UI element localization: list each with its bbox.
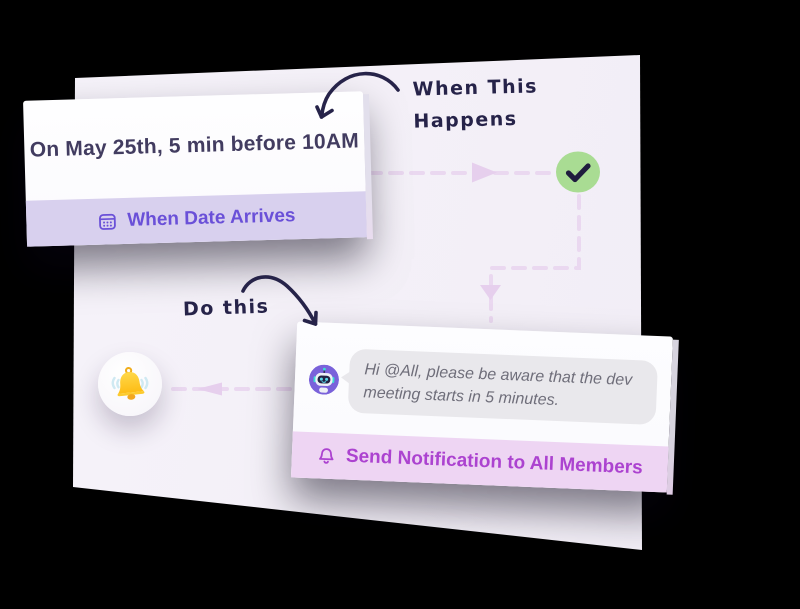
notification-badge: [98, 352, 162, 416]
calendar-icon: [98, 213, 116, 230]
send-notification-label: Send Notification to All Members: [345, 445, 644, 479]
send-notification-button[interactable]: Send Notification to All Members: [291, 431, 669, 493]
action-card: Hi @All, please be aware that the dev me…: [291, 321, 679, 495]
trigger-card: On May 25th, 5 min before 10AM When Date…: [23, 91, 374, 247]
action-annotation: Do this: [182, 295, 270, 321]
chat-bubble: Hi @All, please be aware that the dev me…: [347, 348, 658, 426]
when-date-arrives-button[interactable]: When Date Arrives: [25, 191, 367, 247]
when-date-arrives-label: When Date Arrives: [126, 205, 296, 231]
robot-avatar: [308, 364, 339, 395]
ringing-bell-icon: [111, 366, 149, 400]
trigger-annotation: When This Happens: [412, 70, 539, 137]
chat-message: Hi @All, please be aware that the dev me…: [363, 361, 633, 410]
bell-outline-icon: [319, 447, 334, 464]
trigger-annotation-line1: When This: [412, 75, 539, 101]
trigger-card-title: On May 25th, 5 min before 10AM: [29, 129, 360, 162]
trigger-annotation-line2: Happens: [413, 107, 518, 133]
